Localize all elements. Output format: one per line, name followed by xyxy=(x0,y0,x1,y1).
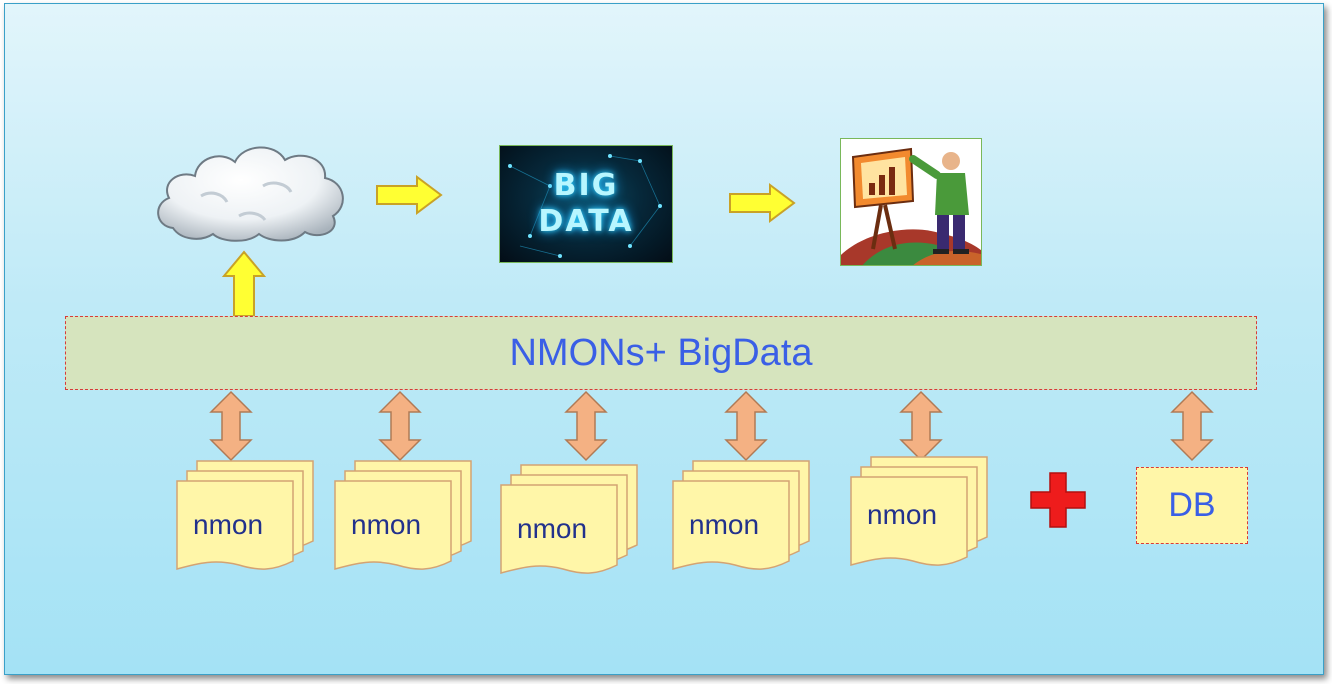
db-label: DB xyxy=(1168,486,1216,524)
nmon-file-stack: nmon xyxy=(499,463,639,575)
bidirectional-arrow-icon xyxy=(209,390,253,462)
nmon-file-stack: nmon xyxy=(849,455,989,567)
nmons-bigdata-band: NMONs+ BigData xyxy=(65,316,1257,390)
nmon-label: nmon xyxy=(517,513,588,544)
plus-icon xyxy=(1030,472,1086,528)
arrow-up-icon xyxy=(221,250,267,317)
bidirectional-arrow-icon xyxy=(724,390,768,462)
db-box: DB xyxy=(1136,467,1248,544)
big-data-line-1: BIG xyxy=(553,168,619,203)
bidirectional-arrow-icon xyxy=(378,390,422,462)
bidirectional-arrow-icon xyxy=(564,390,608,462)
nmon-label: nmon xyxy=(193,509,264,540)
nmon-file-stack: nmon xyxy=(671,459,811,571)
nmon-file-stack: nmon xyxy=(175,459,315,571)
nmon-label: nmon xyxy=(689,509,760,540)
nmon-label: nmon xyxy=(351,509,422,540)
big-data-image: BIG DATA xyxy=(499,145,673,263)
arrow-right-icon xyxy=(376,175,443,215)
arrow-right-icon xyxy=(729,183,796,223)
bidirectional-arrow-icon xyxy=(899,390,943,462)
nmon-label: nmon xyxy=(867,499,938,530)
nmon-file-stack: nmon xyxy=(333,459,473,571)
presenter-chart-icon xyxy=(840,138,982,266)
cloud-icon xyxy=(157,146,344,242)
big-data-line-2: DATA xyxy=(538,204,634,239)
bidirectional-arrow-icon xyxy=(1170,390,1214,462)
diagram-canvas: BIG DATA NMON xyxy=(4,3,1324,675)
band-label: NMONs+ BigData xyxy=(509,331,813,374)
